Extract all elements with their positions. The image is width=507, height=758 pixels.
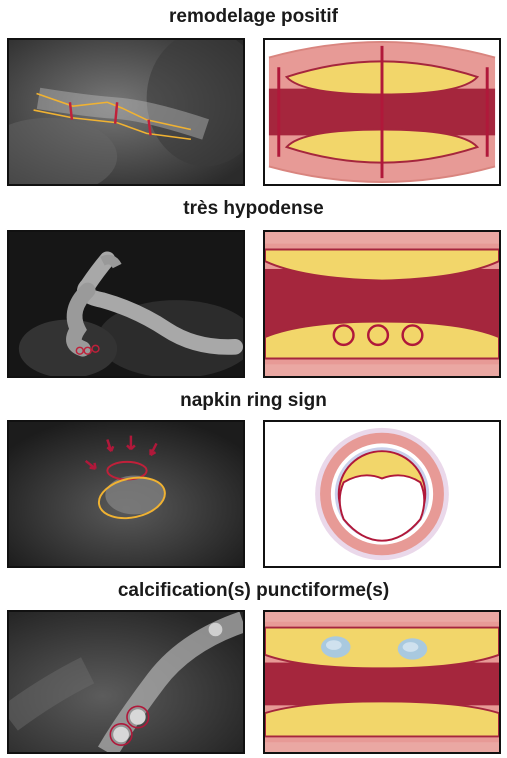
section-title-positive-remodeling: remodelage positif xyxy=(169,6,338,27)
section-title-spotty-calcification: calcification(s) punctiforme(s) xyxy=(117,580,390,601)
diagram-positive-remodeling xyxy=(263,38,501,186)
ct-image-very-hypodense xyxy=(7,230,245,378)
diagram-napkin-ring xyxy=(263,420,501,568)
ct-image-positive-remodeling xyxy=(7,38,245,186)
section-title-napkin-ring: napkin ring sign xyxy=(180,390,327,411)
ct-image-spotty-calcification xyxy=(7,610,245,754)
section-title-very-hypodense: très hypodense xyxy=(183,198,324,219)
ct-image-napkin-ring xyxy=(7,420,245,568)
diagram-spotty-calcification xyxy=(263,610,501,754)
diagram-very-hypodense xyxy=(263,230,501,378)
